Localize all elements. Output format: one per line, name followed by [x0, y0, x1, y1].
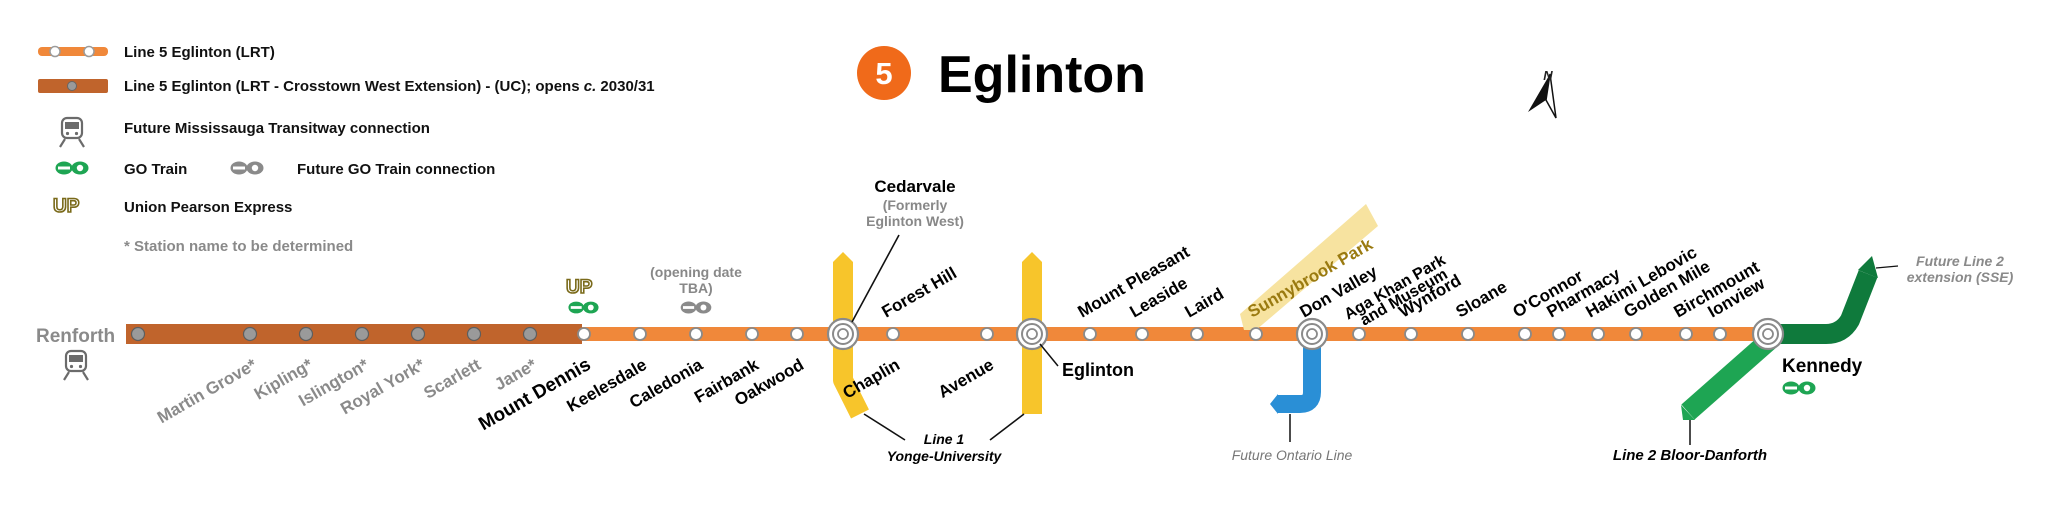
eglinton-pointer [1039, 343, 1059, 367]
station-hakimi-lebovic[interactable] [1591, 327, 1605, 341]
station-chaplin[interactable] [886, 327, 900, 341]
legend-line5-ext-label: Line 5 Eglinton (LRT - Crosstown West Ex… [124, 78, 655, 95]
line1-pointer-a [863, 413, 906, 441]
legend: Line 5 Eglinton (LRT) Line 5 Eglinton (L… [38, 44, 655, 255]
transitway-legend-icon [58, 116, 86, 148]
station-royal-york[interactable] [410, 326, 426, 342]
eglinton-station-label: Eglinton [1062, 360, 1134, 380]
line2-note: Line 2 Bloor-Danforth [1613, 447, 1767, 464]
mount-dennis-up-icon: UP [566, 277, 593, 298]
station-mount-pleasant[interactable] [1083, 327, 1097, 341]
interchange-don-valley[interactable] [1295, 317, 1329, 351]
line1-west-branch [833, 262, 869, 419]
cedarvale-label: Cedarvale [874, 177, 955, 196]
kennedy-go-icon [1782, 381, 1816, 395]
station-kipling[interactable] [298, 326, 314, 342]
station-birchmount[interactable] [1679, 327, 1693, 341]
caledonia-tba-note-1: (opening date [650, 264, 742, 280]
future-ontario-line [1270, 340, 1321, 442]
line2-ext-note-2: extension (SSE) [1907, 269, 2014, 285]
legend-future-go-label: Future GO Train connection [297, 161, 495, 178]
line2-existing [1681, 330, 1779, 420]
page-title: Eglinton [938, 46, 1146, 104]
station-aga-khan[interactable] [1352, 327, 1366, 341]
line1-east-arrow [1022, 252, 1042, 262]
line1-note-1: Line 1 [924, 431, 965, 447]
line-5-badge-number: 5 [875, 56, 892, 91]
line5-extension-track [126, 324, 576, 344]
legend-line5-swatch [38, 45, 108, 58]
station-renforth[interactable] [130, 326, 146, 342]
line2-ext-note-1: Future Line 2 [1916, 253, 2004, 269]
line1-west-arrow [833, 252, 853, 262]
station-laird[interactable] [1190, 327, 1204, 341]
station-oakwood[interactable] [790, 327, 804, 341]
kennedy-station-label: Kennedy [1782, 356, 1863, 377]
cedarvale-pointer [851, 234, 900, 323]
line2-future-extension [1770, 270, 1878, 344]
line1-pointer-b [989, 413, 1025, 441]
up-legend-icon: UP [53, 196, 80, 217]
legend-line5-ext-text: Line 5 Eglinton (LRT - Crosstown West Ex… [124, 78, 580, 95]
legend-line5-ext-approx: c. [584, 78, 597, 95]
renforth-label: Renforth [36, 326, 115, 347]
line2-ext-pointer [1875, 265, 1899, 269]
legend-line5-ext-year: 2030/31 [600, 78, 654, 95]
station-islington[interactable] [354, 326, 370, 342]
compass-label: N [1543, 68, 1553, 83]
station-keelesdale[interactable] [633, 327, 647, 341]
caledonia-future-go-icon [680, 301, 712, 314]
station-sunnybrook-park[interactable] [1249, 327, 1263, 341]
cedarvale-note-1: (Formerly [883, 197, 948, 213]
scarlett-label: Scarlett [420, 355, 484, 403]
north-arrow-icon: N [1528, 68, 1557, 119]
line1-note-2: Yonge-University [887, 448, 1003, 464]
martin-grove-label: Martin Grove* [154, 355, 260, 427]
station-caledonia[interactable] [689, 327, 703, 341]
station-leaside[interactable] [1135, 327, 1149, 341]
legend-transitway-label: Future Mississauga Transitway connection [124, 120, 430, 137]
station-fairbank[interactable] [745, 327, 759, 341]
legend-line5-label: Line 5 Eglinton (LRT) [124, 44, 275, 61]
interchange-eglinton[interactable] [1015, 317, 1049, 351]
mount-dennis-go-icon [568, 301, 599, 314]
interchange-kennedy[interactable] [1751, 317, 1785, 351]
title: 5 Eglinton [857, 46, 1146, 104]
station-mount-dennis[interactable] [577, 327, 591, 341]
station-sloane[interactable] [1461, 327, 1475, 341]
avenue-label: Avenue [935, 355, 997, 402]
legend-up-label: Union Pearson Express [124, 199, 292, 216]
station-ionview-extra[interactable] [1713, 327, 1727, 341]
station-layer [130, 317, 1785, 351]
station-pharmacy[interactable] [1552, 327, 1566, 341]
station-avenue[interactable] [980, 327, 994, 341]
interchange-cedarvale[interactable] [826, 317, 860, 351]
go-train-legend-icon [55, 161, 89, 175]
legend-footnote: * Station name to be determined [124, 238, 353, 255]
line-5-badge [857, 46, 911, 100]
ontario-line-note: Future Ontario Line [1232, 447, 1353, 463]
future-go-legend-icon [230, 161, 264, 175]
sunnybrook-park-highlight [1240, 204, 1378, 330]
station-scarlett[interactable] [466, 326, 482, 342]
station-jane[interactable] [522, 326, 538, 342]
station-martin-grove[interactable] [242, 326, 258, 342]
station-wynford[interactable] [1404, 327, 1418, 341]
renforth-transitway-icon [62, 349, 90, 381]
station-oconnor[interactable] [1518, 327, 1532, 341]
station-golden-mile[interactable] [1629, 327, 1643, 341]
caledonia-tba-note-2: TBA) [679, 280, 712, 296]
cedarvale-note-2: Eglinton West) [866, 213, 964, 229]
legend-go-train-label: GO Train [124, 161, 187, 178]
legend-line5-ext-swatch [38, 79, 108, 93]
line5-arrow-jog [1214, 327, 1240, 341]
forest-hill-label: Forest Hill [879, 263, 960, 321]
line-2-bloor-danforth [1681, 256, 1899, 445]
